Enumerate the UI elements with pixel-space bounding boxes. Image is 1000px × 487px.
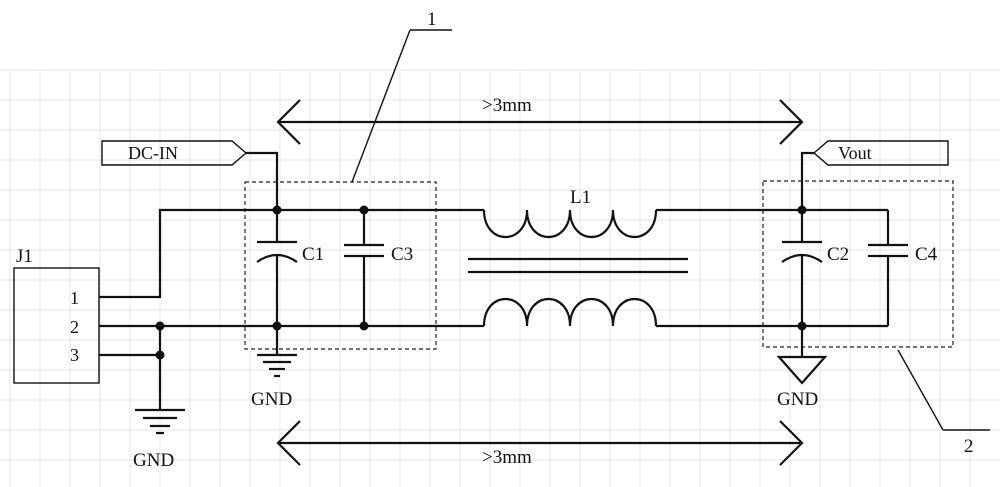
- connector-pin-3: 3: [70, 345, 79, 365]
- region-2-boundary: [762, 180, 954, 348]
- l1-bottom-winding: [482, 298, 658, 327]
- dimension-label-bottom: >3mm: [482, 447, 532, 468]
- c4-label: C4: [915, 244, 938, 265]
- junction-dot: [155, 321, 165, 331]
- wire-vout: [800, 151, 814, 210]
- port-vout-shape: [812, 140, 949, 166]
- callout-1: 1: [351, 9, 452, 183]
- arrowhead-left-bottom: [276, 420, 301, 466]
- connector-j1-label: J1: [16, 246, 33, 267]
- junction-dot: [155, 350, 165, 360]
- callout-2-leader: [897, 349, 944, 431]
- c1-label: C1: [302, 244, 324, 265]
- arrowhead-right-bottom: [779, 420, 804, 466]
- port-dc-in: DC-IN: [101, 140, 279, 210]
- c2-label: C2: [827, 244, 849, 265]
- port-dc-in-label: DC-IN: [128, 143, 178, 163]
- l1-top-winding: [482, 209, 658, 238]
- c3-label: C3: [391, 244, 413, 265]
- connector-pin-2: 2: [70, 317, 79, 337]
- ground-right: GND: [776, 326, 828, 410]
- ground-right-label: GND: [777, 389, 818, 410]
- connector-j1-body: [13, 267, 100, 384]
- dimension-label-top: >3mm: [482, 95, 532, 116]
- capacitor-c2: C2: [781, 210, 849, 326]
- port-vout-label: Vout: [838, 143, 872, 163]
- ground-mid-label: GND: [251, 389, 292, 410]
- port-vout: Vout: [800, 140, 949, 210]
- capacitor-c1: C1: [256, 210, 324, 326]
- background-grid: [0, 69, 1000, 487]
- ground-triangle-icon: [776, 355, 828, 385]
- callout-2-label: 2: [964, 436, 974, 457]
- capacitor-c4: C4: [868, 210, 938, 326]
- capacitor-c3: C3: [344, 210, 413, 326]
- inductor-l1: L1: [468, 187, 688, 327]
- wiring: [99, 208, 888, 410]
- ground-mid: GND: [251, 326, 297, 410]
- junction-dots: [155, 205, 807, 360]
- ground-left: GND: [133, 408, 185, 471]
- arrowhead-left-top: [276, 99, 301, 145]
- dimension-arrow-top: >3mm: [276, 95, 804, 145]
- connector-pin-1: 1: [70, 288, 79, 308]
- arrowhead-right-top: [779, 99, 804, 145]
- region-1-boundary: [244, 181, 437, 350]
- callout-1-label: 1: [427, 9, 437, 30]
- callout-1-leader: [351, 29, 411, 183]
- wire-pin1-top-rail: [99, 208, 484, 299]
- wire-dc-in: [246, 151, 279, 210]
- dimension-arrow-bottom: >3mm: [276, 420, 804, 468]
- callout-2: 2: [897, 349, 990, 457]
- port-dc-in-shape: [101, 140, 248, 166]
- connector-j1: J1 1 2 3: [13, 246, 100, 384]
- l1-label: L1: [570, 187, 591, 208]
- ground-left-label: GND: [133, 450, 174, 471]
